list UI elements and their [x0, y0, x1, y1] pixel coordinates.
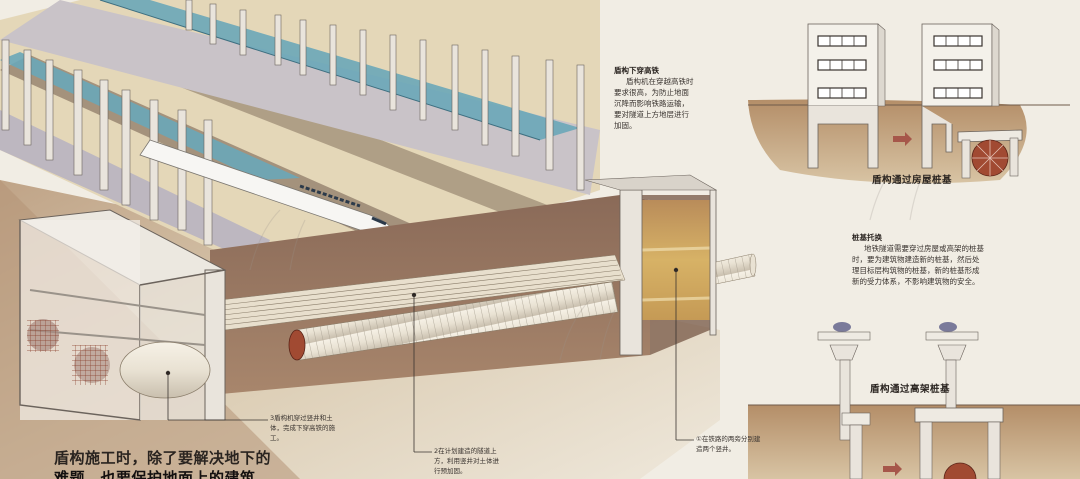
note-underpinning-body: 地铁隧道需要穿过房屋或高架的桩基时，要为建筑物建造新的桩基，然后处理目标层构筑物…	[852, 244, 984, 286]
step-3-number: 3	[270, 414, 275, 422]
caption-house-piles: 盾构通过房屋桩基	[872, 175, 953, 186]
note-underpinning-title: 桩基托换	[852, 233, 882, 242]
leader-lines	[165, 267, 694, 453]
railway-station	[0, 0, 600, 290]
intro-line-2: 难题，也要保护地面上的建筑，	[54, 468, 271, 479]
reinforced-soil-block	[584, 174, 718, 356]
pre-reinforcement-pipes	[219, 253, 757, 361]
step-1-number: ①	[696, 435, 702, 443]
step-1-label: ①在铁路的两旁分别建造两个竖井。	[696, 434, 762, 454]
intro-line-2b: 地面上的建筑，	[162, 469, 272, 479]
step-2-number: 2	[434, 447, 439, 455]
note-under-railway: 盾构下穿高铁 盾构机在穿越高铁时要求很高，为防止地面沉降而影响铁路运输，要对隧道…	[614, 65, 694, 131]
intro-line-1: 盾构施工时，除了要解决地下的	[54, 449, 272, 467]
note-under-railway-title: 盾构下穿高铁	[614, 66, 659, 75]
step-2-label: 2在计划建造的隧道上方，利用竖井对土体进行预加固。	[434, 446, 502, 476]
intro-line-2a: 难题，也要保护	[54, 469, 163, 479]
step-3-label: 3盾构机穿过竖井和土体，完成下穿高铁的施工。	[270, 413, 340, 443]
launch-shaft	[18, 209, 227, 421]
house-piles-diagram	[748, 23, 1070, 184]
step-1-text: 在铁路的两旁分别建造两个竖井。	[696, 435, 761, 453]
note-under-railway-body: 盾构机在穿越高铁时要求很高，为防止地面沉降而影响铁路运输，要对隧道上方地层进行加…	[614, 77, 694, 130]
caption-viaduct-piles: 盾构通过高架桩基	[870, 384, 951, 395]
step-3-text: 盾构机穿过竖井和土体，完成下穿高铁的施工。	[270, 414, 335, 442]
intro-text: 盾构施工时，除了要解决地下的 难题，也要保护地面上的建筑，	[54, 448, 271, 479]
viaduct-piles-diagram	[748, 322, 1080, 479]
note-underpinning: 桩基托换 地铁隧道需要穿过房屋或高架的桩基时，要为建筑物建造新的桩基，然后处理目…	[852, 232, 984, 287]
step-2-text: 在计划建造的隧道上方，利用竖井对土体进行预加固。	[434, 447, 499, 475]
